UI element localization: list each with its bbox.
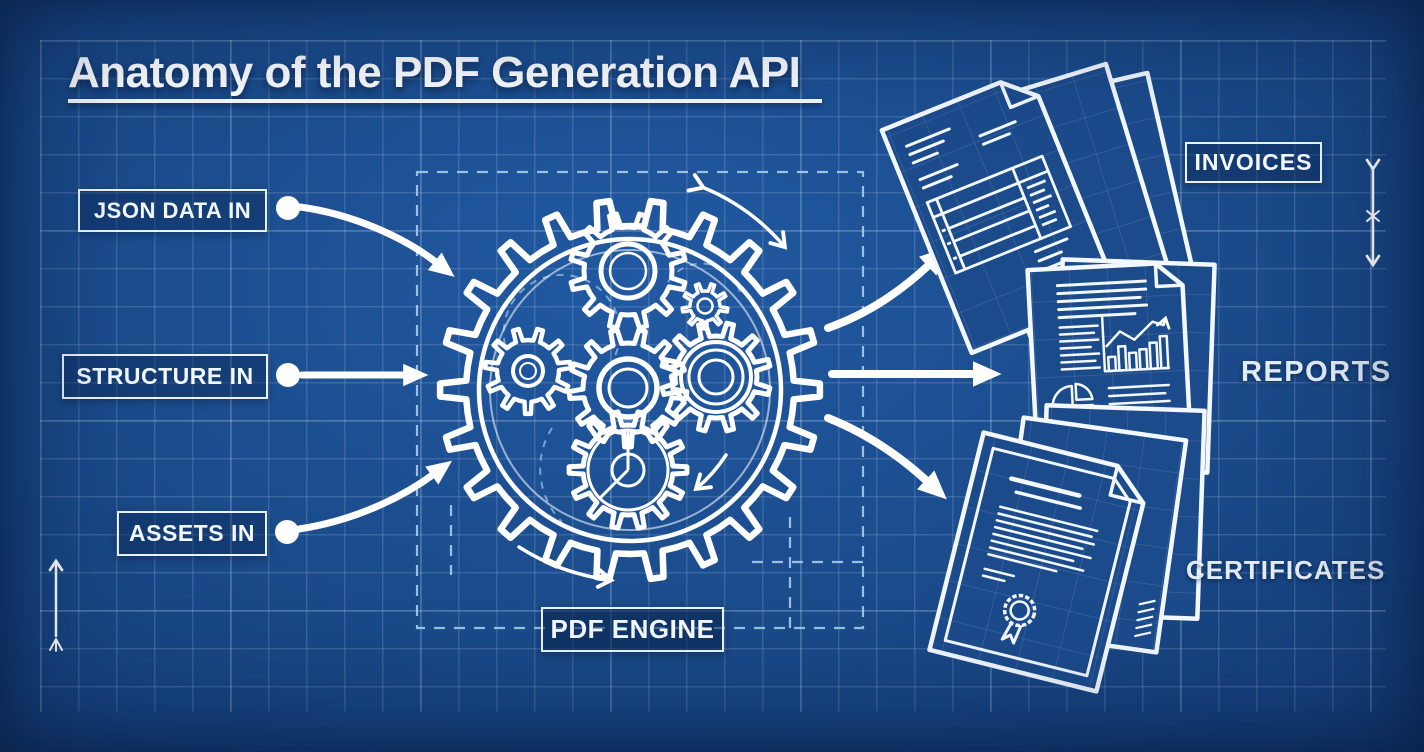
output-label-certificates: CERTIFICATES — [1186, 555, 1386, 585]
gear-top-icon — [568, 211, 688, 331]
input-label-structure-in: STRUCTURE IN — [62, 354, 268, 399]
input-label-assets-in: ASSETS IN — [117, 511, 267, 556]
rosette-seal-icon — [1000, 593, 1037, 645]
measure-x-mark-icon — [1366, 210, 1380, 222]
gear-bottom-icon — [566, 409, 690, 531]
gear-small-icon — [680, 282, 730, 331]
gear-mechanism-icon — [436, 197, 824, 583]
output-label-invoices: INVOICES — [1185, 142, 1322, 183]
gear-right-icon — [659, 320, 773, 434]
page-title: Anatomy of the PDF Generation API — [68, 48, 801, 97]
connector-dot — [276, 196, 300, 220]
certificate-document-stack-icon — [927, 403, 1207, 694]
connector-dot — [276, 363, 300, 387]
rotation-arrow-inner-icon — [693, 453, 728, 492]
arrow-assets-to-engine — [295, 460, 453, 533]
connector-dot — [275, 520, 299, 544]
input-connectors — [275, 196, 455, 544]
rotation-arrows — [517, 173, 788, 589]
bar-chart-icon — [1100, 315, 1171, 373]
measure-tick-mark-icon — [49, 638, 63, 652]
engine-label-pdf-engine: PDF ENGINE — [541, 607, 724, 652]
arrow-engine-to-invoices — [824, 246, 949, 332]
input-label-json-data-in: JSON DATA IN — [78, 189, 267, 232]
rotation-arrow-bottom-icon — [517, 545, 615, 589]
engine-boundary-box — [415, 170, 865, 630]
construction-arcs — [502, 262, 742, 523]
measurement-marks — [48, 158, 1381, 652]
arrow-engine-to-certificates — [824, 414, 947, 500]
output-label-reports: REPORTS — [1241, 356, 1392, 388]
title-underline — [68, 99, 822, 103]
rotation-arrow-top-icon — [686, 173, 788, 250]
gear-left-icon — [482, 326, 574, 417]
arrow-json-data-to-engine — [296, 203, 455, 277]
output-arrows — [824, 246, 1002, 500]
